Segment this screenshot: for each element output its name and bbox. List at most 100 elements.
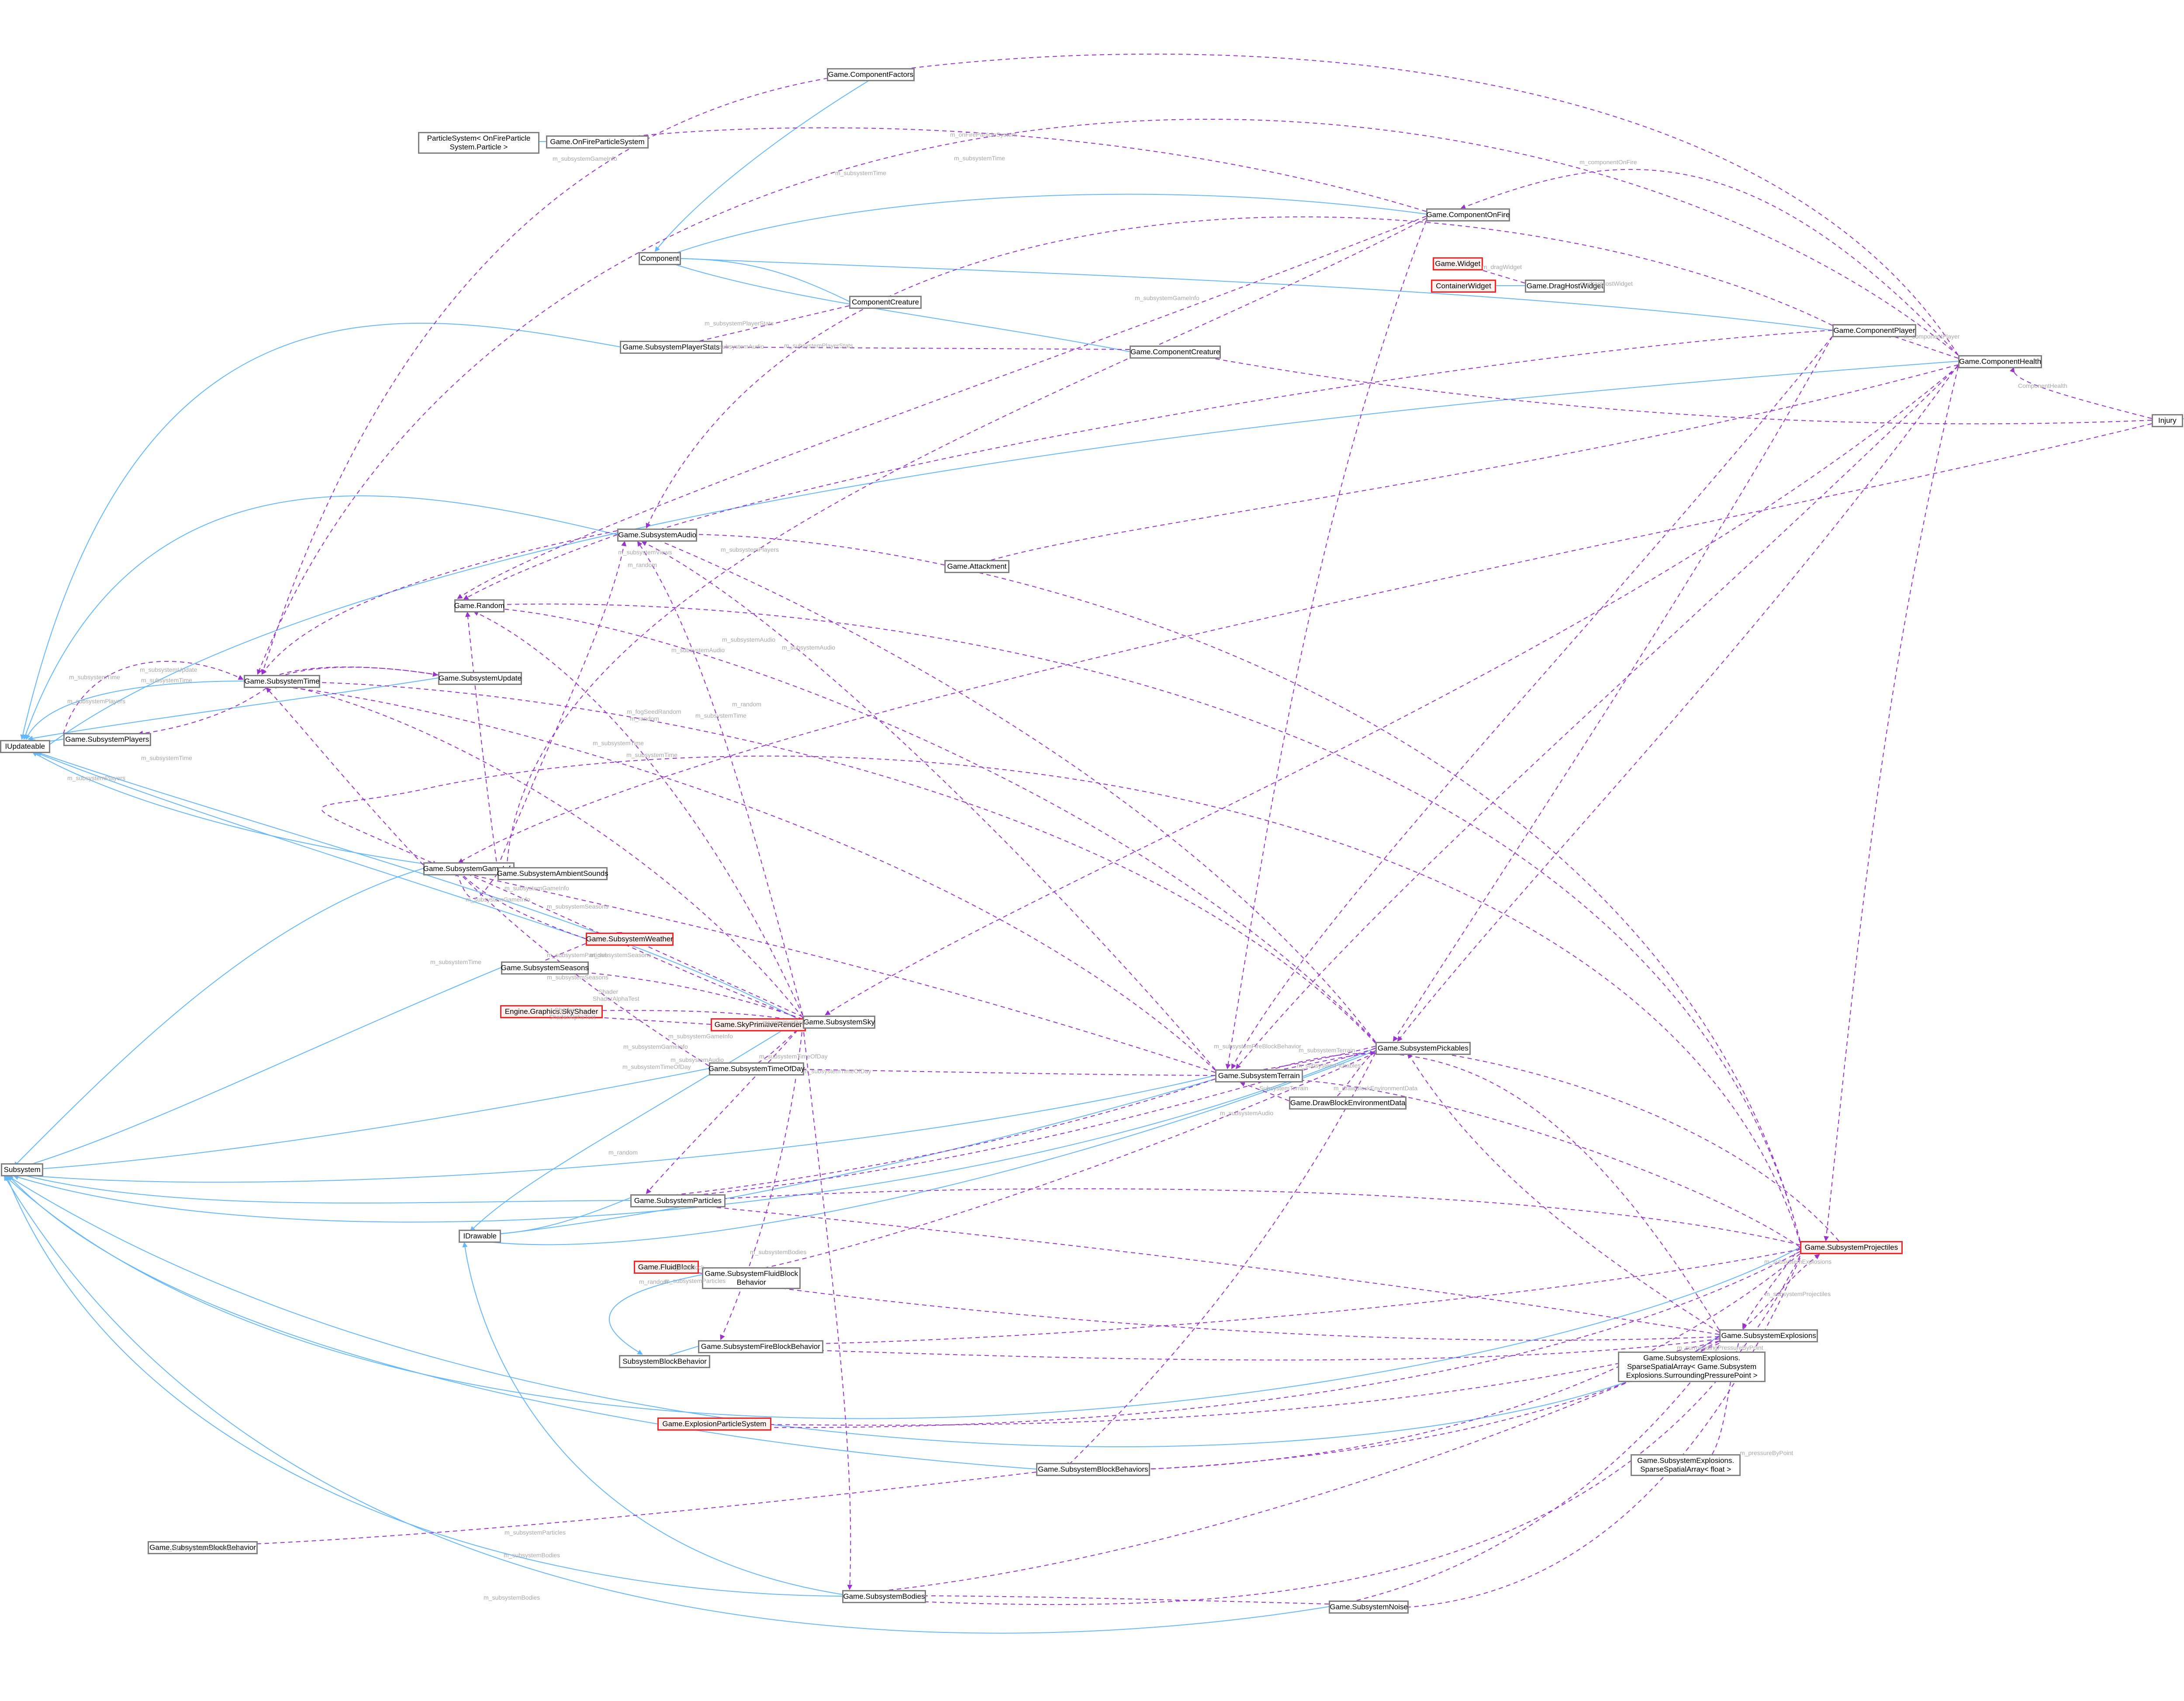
edge-label: m_subsystemBodies — [484, 1594, 540, 1601]
class-node-containerwidget[interactable]: ContainerWidget — [1431, 280, 1496, 293]
edge-label: ShaderAlphaTest — [549, 1013, 596, 1020]
class-node-onfireparticlesystem[interactable]: Game.OnFireParticleSystem — [546, 135, 649, 149]
class-node-subsystemseasons[interactable]: Game.SubsystemSeasons — [501, 961, 589, 975]
edge-label: m_fogSeedRandom — [627, 708, 681, 715]
edge-label: m_subsystemAudio — [671, 647, 725, 653]
class-node-subsystempickables[interactable]: Game.SubsystemPickables — [1375, 1042, 1471, 1055]
class-node-subsystemblockbehaviors[interactable]: Game.SubsystemBlockBehaviors — [1036, 1463, 1150, 1476]
class-node-gamecomponentcreature[interactable]: Game.ComponentCreature — [1130, 346, 1221, 359]
edge-label: m_fluidBlock — [670, 1264, 705, 1271]
edge-label: m_subsystemTime — [141, 754, 192, 761]
edge-label: m_subsystemGameInfo — [553, 155, 617, 162]
class-node-componentcreature[interactable]: ComponentCreature — [849, 296, 922, 309]
edge-label: m_subsystemFireBlockBehavior — [1214, 1043, 1301, 1050]
edge-label: m_subsystemGameInfo — [668, 1033, 733, 1040]
class-node-subsystembodies[interactable]: Game.SubsystemBodies — [842, 1590, 926, 1603]
edge-label: m_subsystemPlayers — [67, 698, 126, 705]
edge-label: m_subsystemGameInfo — [1135, 294, 1199, 301]
class-node-component[interactable]: Component — [639, 252, 681, 265]
edge-label: m_subsystemGameInfo — [466, 896, 530, 903]
edge-label: m_drawBlockEnvironmentData — [1334, 1085, 1418, 1092]
edge-label: m_subsystemSeasons — [590, 951, 651, 958]
class-node-drawblockenvironmentdata[interactable]: Game.DrawBlockEnvironmentData — [1289, 1096, 1407, 1110]
class-node-attackment[interactable]: Game.Attackment — [944, 560, 1009, 573]
class-node-subsystemtime[interactable]: Game.SubsystemTime — [244, 675, 320, 688]
class-node-subsystemexplosions[interactable]: Game.SubsystemExplosions — [1719, 1329, 1818, 1342]
edge-label: m_subsystemTime — [593, 740, 644, 747]
edge-label: m_onFireParticleSystem — [950, 131, 1017, 138]
edge-label: m_subsystemTime — [695, 712, 746, 719]
class-node-subsystem[interactable]: Subsystem — [1, 1163, 44, 1176]
edge-label: ComponentHealth — [2018, 382, 2067, 389]
class-node-componenthealth[interactable]: Game.ComponentHealth — [1958, 355, 2042, 368]
class-node-subsystemaudio[interactable]: Game.SubsystemAudio — [617, 529, 698, 542]
class-node-gamesubsystemblockbehavior[interactable]: Game.SubsystemBlockBehavior — [148, 1541, 258, 1554]
edge-label: m_subsystemUpdate — [140, 666, 197, 673]
class-node-random[interactable]: Game.Random — [454, 599, 505, 612]
edge-label: m_subsystemTime — [835, 169, 886, 176]
class-node-subsystemfireblockbehavior[interactable]: Game.SubsystemFireBlockBehavior — [698, 1340, 823, 1353]
class-node-particlesystem[interactable]: ParticleSystem< OnFireParticle System.Pa… — [418, 132, 539, 154]
edge-label: m_subsystemParticles — [505, 1529, 566, 1536]
edge-label: m_subsystemExplosions — [1764, 1258, 1832, 1265]
class-node-explosionparticlesystem[interactable]: Game.ExplosionParticleSystem — [657, 1418, 771, 1431]
edge-label: m_surroundingPressureByPoint — [1677, 1344, 1763, 1351]
edge-label: m_componentOnFire — [1579, 159, 1637, 166]
edge-label: m_subsystemProjectiles — [1765, 1290, 1831, 1297]
edge-label: m_subsystemTimeOfDay — [622, 1063, 691, 1070]
edge-label: m_subsystemAudio — [670, 1056, 724, 1063]
class-node-subsystemplayers[interactable]: Game.SubsystemPlayers — [63, 733, 151, 746]
class-node-subsystemprojectiles[interactable]: Game.SubsystemProjectiles — [1800, 1241, 1903, 1254]
edge-label: m_subsystemTime — [954, 155, 1005, 162]
edge-label: m_dragHostWidget — [1580, 280, 1633, 287]
class-node-subsystemplayerstats[interactable]: Game.SubsystemPlayerStats — [620, 341, 722, 354]
class-node-componentfactors[interactable]: Game.ComponentFactors — [827, 68, 915, 81]
edge-label: Shader — [598, 988, 619, 995]
edge-label: m_subsystemPickables — [1297, 1062, 1361, 1069]
edge-label: m_subsystemGameInfo — [505, 885, 569, 892]
edge-label: m_subsystemTerrain — [1299, 1047, 1355, 1054]
class-node-subsystemparticles[interactable]: Game.SubsystemParticles — [630, 1194, 726, 1207]
class-node-subsystemblockbehavior[interactable]: SubsystemBlockBehavior — [619, 1355, 711, 1368]
class-node-subsystemsky[interactable]: Game.SubsystemSky — [803, 1016, 876, 1029]
class-node-subsystemnoise[interactable]: Game.SubsystemNoise — [1329, 1601, 1409, 1614]
class-node-subsystemambientsounds[interactable]: Game.SubsystemAmbientSounds — [497, 867, 608, 880]
edge-label: m_subsystemAudio — [711, 343, 764, 350]
class-node-idrawable[interactable]: IDrawable — [459, 1230, 501, 1243]
class-node-fluidblock[interactable]: Game.FluidBlock — [634, 1261, 699, 1274]
class-node-sparsepressurepoint[interactable]: Game.SubsystemExplosions. SparseSpatialA… — [1618, 1352, 1766, 1382]
edge-label: m_subsystemBlockBehaviors — [163, 1545, 243, 1552]
class-node-iupdateable[interactable]: IUpdateable — [0, 740, 50, 753]
class-node-subsystemupdate[interactable]: Game.SubsystemUpdate — [438, 672, 522, 685]
edge-label: m_subsystemPlayers — [721, 546, 779, 553]
edge-label: ShaderAlphaTest — [593, 995, 639, 1002]
edge-label: SubsystemTerrain — [1259, 1085, 1309, 1092]
edge-label: m_random — [628, 561, 657, 568]
edge-label: m_random — [608, 1149, 638, 1156]
class-node-subsystemfluidblockbehavior[interactable]: Game.SubsystemFluidBlock Behavior — [702, 1267, 801, 1289]
edge-label: Shader — [555, 1006, 575, 1013]
class-node-gamewidget[interactable]: Game.Widget — [1433, 257, 1483, 270]
class-node-draghostwidget[interactable]: Game.DragHostWidget — [1525, 280, 1605, 293]
edge-label: m_subsystemAudio — [782, 644, 836, 651]
edge-label: m_dragWidget — [1482, 263, 1522, 270]
edge-label: m_random — [639, 1278, 668, 1285]
class-node-componentplayer[interactable]: Game.ComponentPlayer — [1832, 324, 1916, 337]
class-node-componentonfire[interactable]: Game.ComponentOnFire — [1426, 208, 1510, 221]
class-node-injury[interactable]: Injury — [2152, 414, 2183, 427]
class-node-subsystemterrain[interactable]: Game.SubsystemTerrain — [1215, 1069, 1303, 1082]
class-node-subsystemtimeofday[interactable]: Game.SubsystemTimeOfDay — [708, 1062, 805, 1075]
class-node-sparsefloat[interactable]: Game.SubsystemExplosions. SparseSpatialA… — [1631, 1454, 1741, 1476]
edge-label: m_random — [732, 701, 761, 708]
edge-label: m_subsystemSeasons — [547, 974, 608, 981]
edge-label: m_subsystemTime — [626, 751, 677, 758]
edge-label: m_subsystemTime — [141, 677, 192, 684]
class-node-subsystemweather[interactable]: Game.SubsystemWeather — [586, 933, 674, 946]
edge-label: m_componentPlayer — [1904, 333, 1960, 340]
class-node-skyshader[interactable]: Engine.Graphics.SkyShader — [500, 1005, 603, 1018]
edge-label: m_subsystemTimeOfDay — [803, 1068, 871, 1075]
edge-label: m_subsystemPlayerStats — [784, 342, 853, 349]
edge-label: m_subsystemAudio — [1220, 1110, 1274, 1117]
edge-label: m_subsystemSeasons — [547, 903, 608, 910]
